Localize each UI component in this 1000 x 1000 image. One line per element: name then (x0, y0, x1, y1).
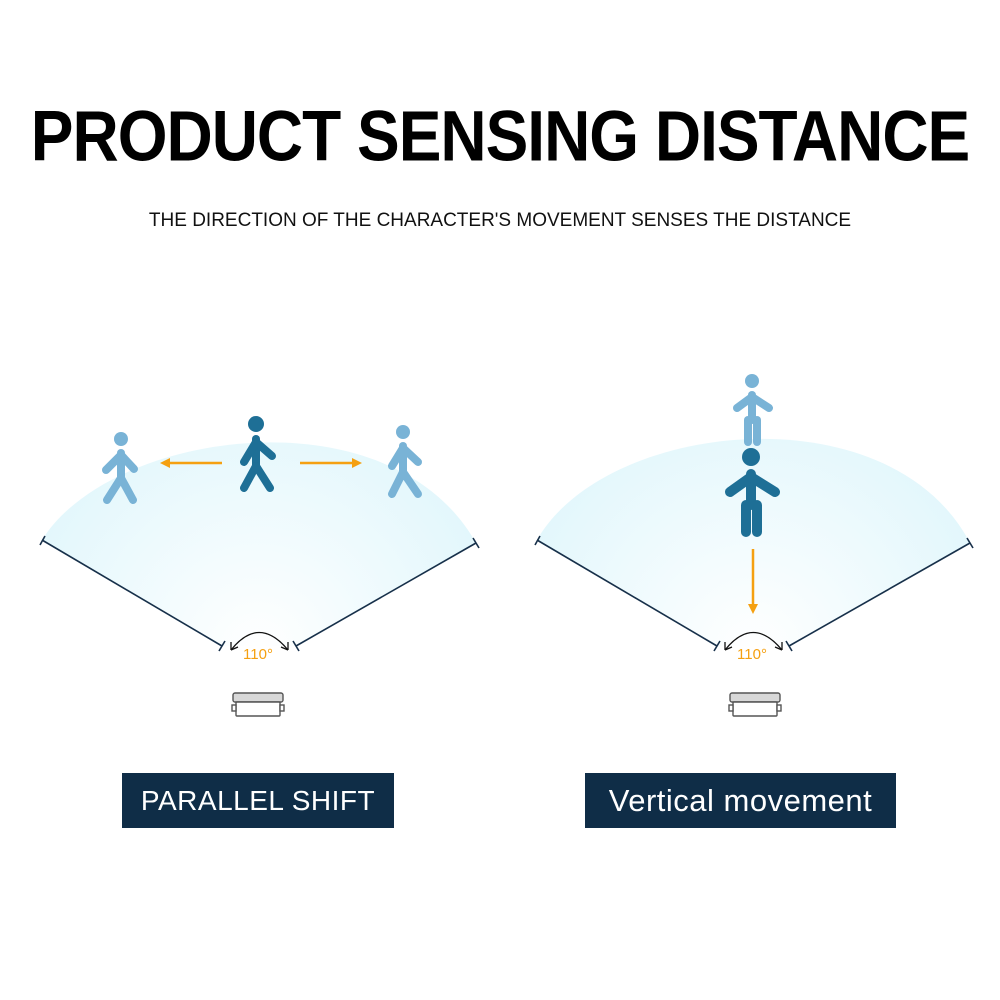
standing-person-near-icon (725, 448, 780, 537)
right-panel: 110° (534, 374, 974, 717)
right-boundary-lines (534, 535, 974, 652)
left-sensing-fan (42, 442, 476, 646)
vertical-movement-label: Vertical movement (585, 773, 896, 828)
left-arrow-icon (160, 458, 222, 468)
walking-person-left-icon (102, 432, 138, 504)
right-arrow-icon (300, 458, 362, 468)
left-angle-arc (230, 632, 289, 651)
walking-person-center-icon (240, 416, 276, 492)
right-sensor-device-icon (728, 692, 782, 717)
right-angle-arc (724, 632, 783, 651)
parallel-shift-label: PARALLEL SHIFT (122, 773, 394, 828)
left-sensor-device-icon (231, 692, 285, 717)
page-title: PRODUCT SENSING DISTANCE (30, 95, 970, 177)
walking-person-right-icon (388, 425, 422, 498)
down-arrow-icon (748, 549, 758, 614)
left-panel: 110° (39, 416, 480, 717)
left-angle-label: 110° (243, 646, 273, 663)
page-subtitle: THE DIRECTION OF THE CHARACTER'S MOVEMEN… (148, 210, 852, 231)
left-boundary-lines (39, 535, 480, 652)
right-sensing-fan (537, 438, 970, 646)
right-angle-label: 110° (737, 646, 767, 663)
standing-person-far-icon (733, 374, 773, 446)
